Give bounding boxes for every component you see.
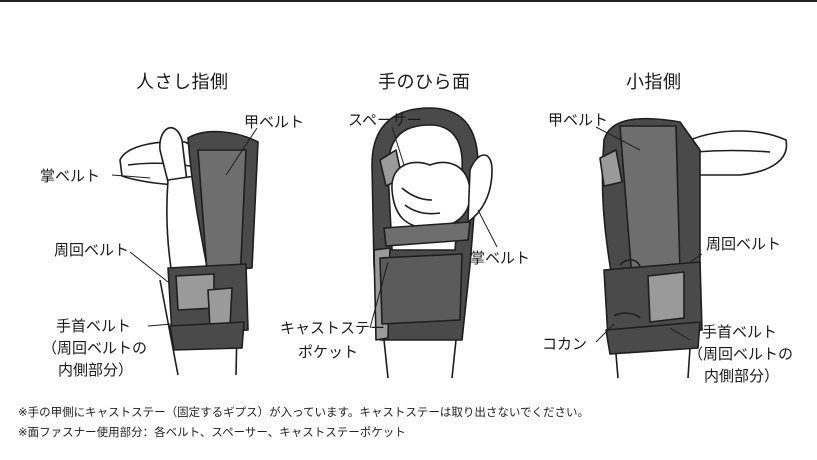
leader-lines: [111, 126, 703, 343]
label-left-wrist-belt-3: 内側部分）: [58, 361, 134, 379]
caption-palm-side: 手のひら面: [378, 72, 471, 93]
label-mid-spacer: スペーサー: [348, 111, 422, 129]
note-line-2: ※面ファスナー使用部分：各ベルト、スペーサー、キャストステーポケット: [18, 425, 406, 439]
label-left-wrap-belt: 周回ベルト: [54, 241, 130, 259]
label-mid-palm-belt: 掌ベルト: [470, 249, 531, 267]
label-mid-cast-pocket-2: ポケット: [298, 343, 359, 361]
label-right-wrist-belt-1: 手首ベルト: [702, 323, 778, 341]
label-left-back-belt: 甲ベルト: [244, 113, 305, 131]
note-line-1: ※手の甲側にキャストステー（固定するギプス）が入っています。キャストステーは取り…: [18, 405, 590, 419]
label-right-kokan: コカン: [542, 335, 588, 353]
label-right-wrist-belt-2: （周回ベルトの: [688, 345, 794, 363]
label-mid-cast-pocket-1: キャストステー: [280, 319, 386, 337]
label-left-wrist-belt-1: 手首ベルト: [56, 317, 132, 335]
caption-index-side: 人さし指側: [136, 72, 229, 93]
label-right-wrist-belt-3: 内側部分）: [704, 367, 780, 385]
caption-pinky-side: 小指側: [626, 72, 682, 93]
label-right-back-belt: 甲ベルト: [548, 111, 609, 129]
label-left-wrist-belt-2: （周回ベルトの: [42, 339, 148, 357]
label-right-wrap-belt: 周回ベルト: [706, 235, 782, 253]
palm-side-illustration: [371, 107, 493, 379]
label-left-palm-belt: 掌ベルト: [40, 167, 101, 185]
index-side-illustration: [119, 127, 259, 376]
top-rule: [0, 0, 817, 2]
pinky-side-illustration: [599, 117, 788, 379]
